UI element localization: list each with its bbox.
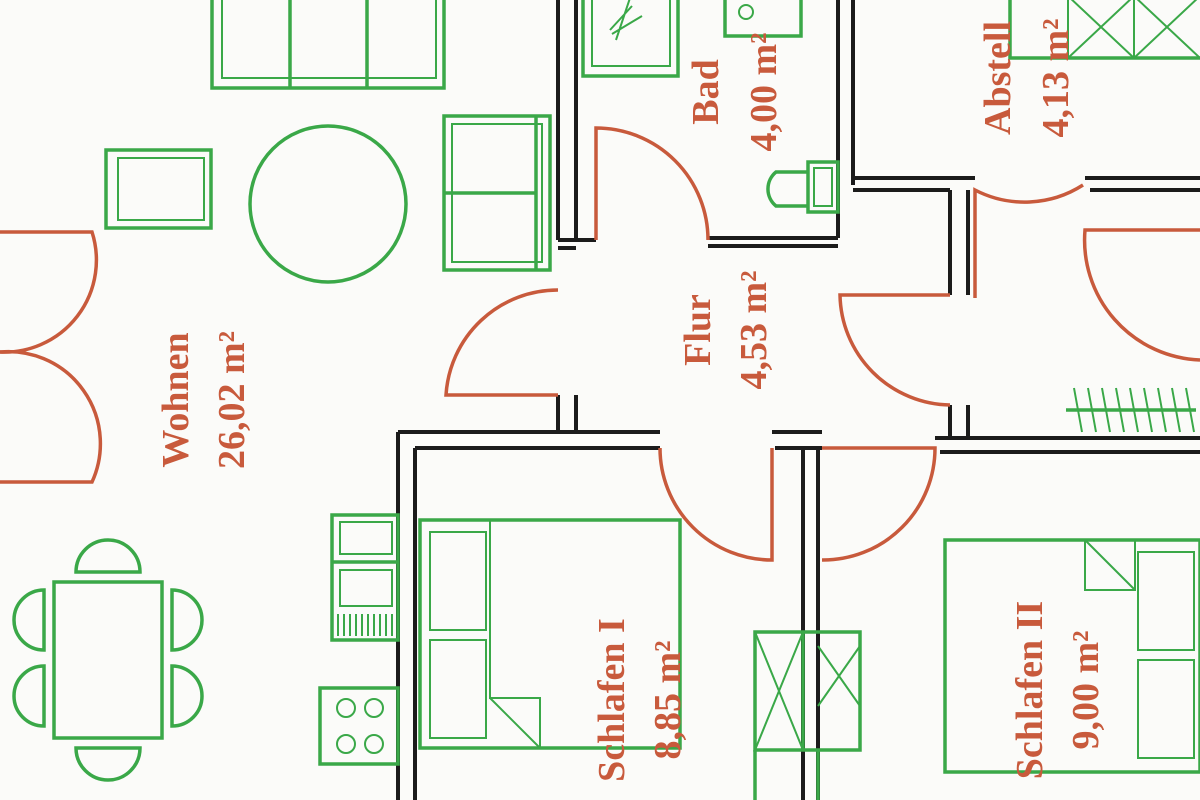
bed-schlafen2 (943, 538, 1200, 774)
door-flur-east (838, 293, 951, 407)
dining-table (12, 538, 204, 782)
room-area: 4,53 m² (733, 270, 775, 389)
room-name: Flur (677, 294, 719, 366)
wall-schlafen1-north (398, 430, 660, 450)
room-area: 26,02 m² (211, 331, 253, 469)
kitchen-unit (330, 513, 400, 642)
room-name: Schlafen II (1009, 601, 1051, 779)
wardrobe (753, 630, 862, 800)
room-name: Schlafen I (591, 618, 633, 782)
room-name: Bad (685, 59, 727, 124)
door-flur-abstell (973, 183, 1084, 298)
wall-bad-west (556, 0, 578, 240)
room-label-bad: Bad 4,00 m² (685, 32, 785, 151)
door-flur-bad (594, 126, 710, 241)
room-area: 8,85 m² (647, 640, 689, 759)
wall-schlafen1-west (396, 432, 417, 800)
wall-flur-south-mid (772, 430, 822, 450)
wall-bad-east (836, 0, 855, 238)
wall-abstell-south (853, 176, 975, 192)
door-east-room (1082, 228, 1200, 362)
wall-bedroom-divider (801, 448, 820, 800)
door-flur-schlafen1 (658, 447, 774, 562)
room-area: 9,00 m² (1065, 630, 1107, 749)
room-area: 4,00 m² (743, 32, 785, 151)
door-wohnen-balcony-upper (0, 230, 99, 354)
door-flur-schlafen2 (821, 446, 937, 562)
wall-abstell-east-lower (948, 405, 970, 438)
door-wohnen-balcony-lower (0, 349, 103, 484)
wall-abstell-east-south (1085, 176, 1200, 192)
room-label-schlafen1: Schlafen I 8,85 m² (591, 618, 689, 782)
wall-unit (210, 0, 446, 90)
room-name: Wohnen (155, 332, 197, 467)
wall-schlafen2-north (935, 436, 1200, 454)
room-label-abstell: Abstell 4,13 m² (977, 18, 1077, 137)
wall-abstell-east (948, 190, 970, 295)
room-label-wohnen: Wohnen 26,02 m² (155, 331, 253, 469)
doors (0, 126, 1200, 562)
sofa (442, 114, 552, 272)
room-label-flur: Flur 4,53 m² (677, 270, 775, 389)
coat-rack (1066, 387, 1196, 433)
toilet (766, 160, 840, 214)
wall-flur-west-stub (558, 238, 596, 250)
furniture (12, 0, 1200, 800)
storage-shelf (1008, 0, 1200, 60)
room-name: Abstell (977, 21, 1019, 135)
door-flur-wohnen (444, 288, 559, 397)
wall-flur-west-lower (556, 395, 578, 432)
washbasin (723, 0, 803, 38)
stove (318, 686, 400, 766)
room-label-schlafen2: Schlafen II 9,00 m² (1009, 601, 1107, 779)
room-area: 4,13 m² (1035, 18, 1077, 137)
wall-bad-south (708, 236, 838, 248)
walls (396, 0, 1200, 800)
armchair (104, 148, 213, 230)
shower-tray (581, 0, 680, 78)
bed-schlafen1 (418, 518, 682, 750)
round-table (248, 124, 408, 284)
